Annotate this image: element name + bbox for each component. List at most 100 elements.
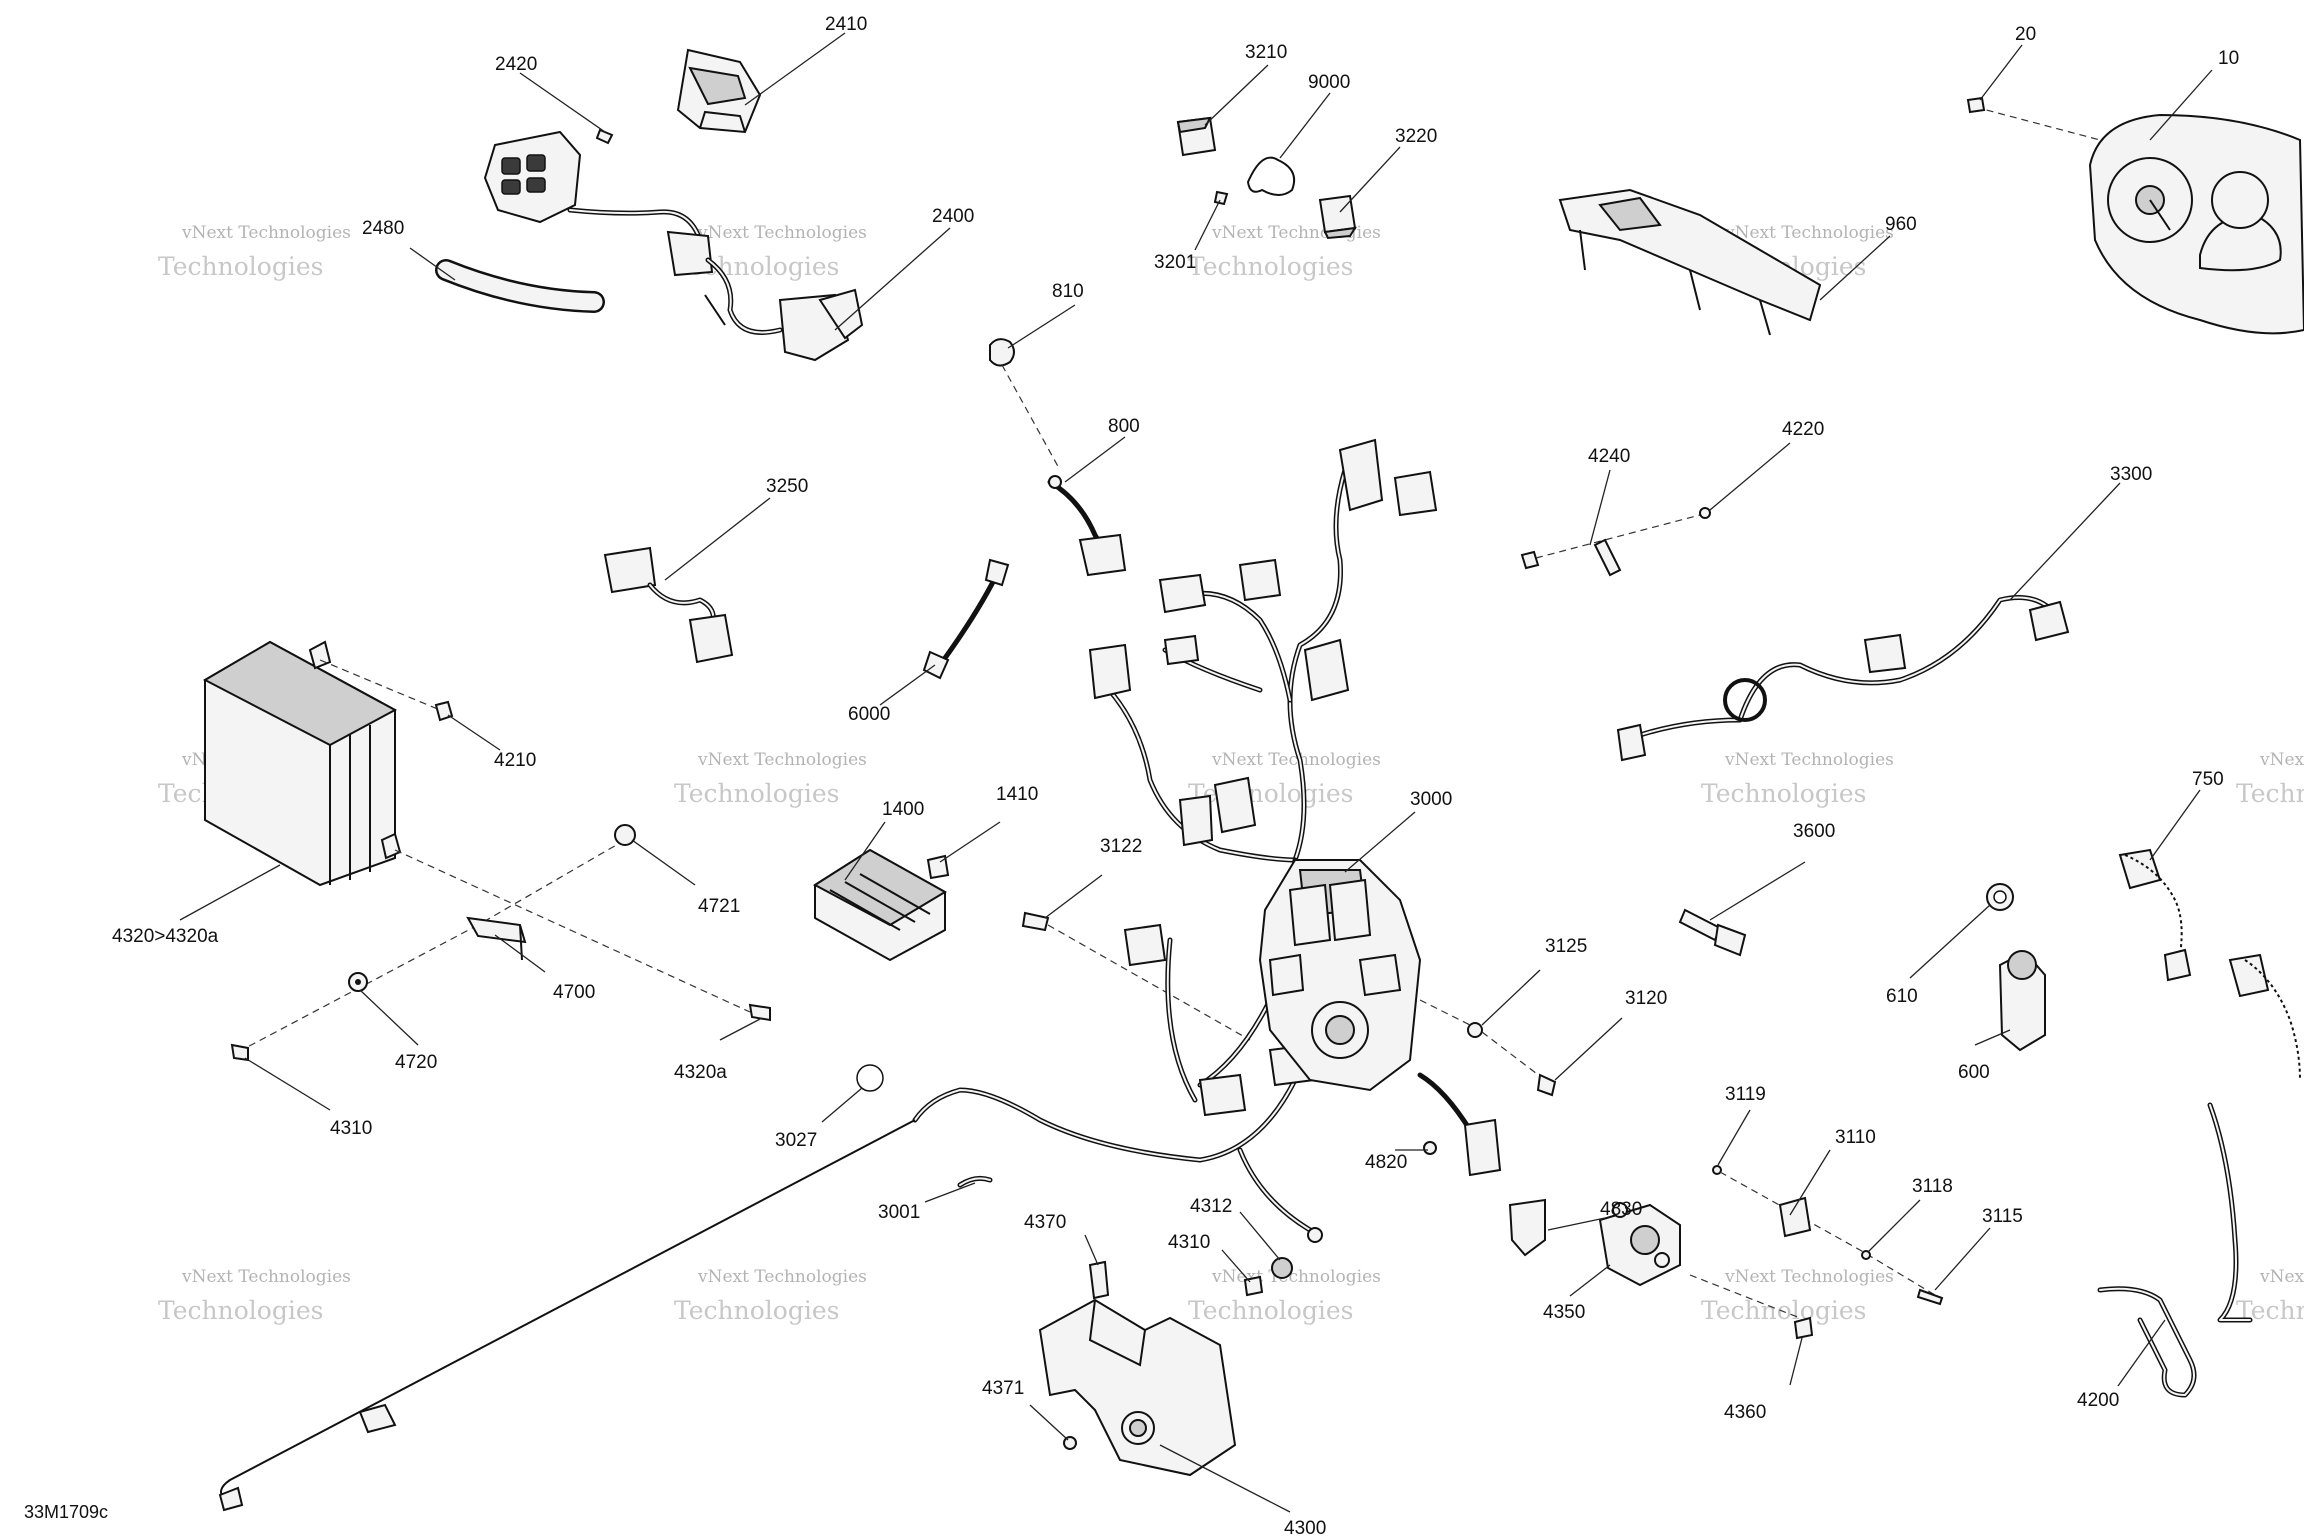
callout-10: 10: [2218, 48, 2239, 69]
callout-4700: 4700: [553, 982, 595, 1003]
part-2410-switch-cover: [676, 48, 762, 134]
part-2420-screw: [595, 128, 614, 145]
part-2400-handlebar-switch: [483, 130, 864, 362]
part-4300-mounting-bracket: [1038, 1298, 1237, 1477]
callout-4830: 4830: [1600, 1199, 1642, 1220]
part-4220-nut: [1699, 507, 1711, 519]
part-3115-screw: [1916, 1288, 1944, 1306]
part-810-cap: [989, 338, 1015, 367]
part-4371-nut: [1063, 1436, 1077, 1450]
part-4240-clip: [1593, 538, 1622, 577]
part-4240-nut: [1520, 550, 1540, 570]
part-4720-washer: [348, 972, 368, 992]
part-4820-cable: [1417, 1072, 1502, 1177]
part-3110-sensor: [1778, 1196, 1812, 1238]
callout-4300: 4300: [1284, 1518, 1326, 1536]
callout-3118: 3118: [1912, 1176, 1953, 1197]
callout-4210: 4210: [494, 750, 536, 771]
callout-labels: 2410 2420 2480 2400 3210 9000 3220 3201 …: [112, 14, 2239, 1536]
part-3125-washer: [1467, 1022, 1483, 1038]
watermark: vNext Technologies Technologies: [674, 1267, 867, 1325]
callout-750: 750: [2192, 769, 2224, 790]
part-4312-nut: [1271, 1257, 1293, 1279]
leader-lines: [179, 32, 2213, 1513]
svg-text:Technologies: Technologies: [158, 1296, 323, 1325]
callout-1410: 1410: [996, 784, 1038, 805]
callout-4200: 4200: [2077, 1390, 2119, 1411]
svg-text:Technologies: Technologies: [1188, 1296, 1353, 1325]
callout-3300: 3300: [2110, 464, 2152, 485]
callout-9000: 9000: [1308, 72, 1350, 93]
callout-4310: 4310: [330, 1118, 372, 1139]
callout-3201: 3201: [1154, 252, 1196, 273]
callout-3250: 3250: [766, 476, 808, 497]
part-4350-starter-solenoid: [1598, 1202, 1681, 1287]
part-6000-ground-cable: [922, 558, 1010, 680]
svg-text:vNext Technologies: vNext Technologies: [1724, 1267, 1894, 1287]
part-3210-connector: [1176, 116, 1217, 157]
watermark: vNext Technologies Technologies: [158, 223, 351, 281]
part-610-nut: [1986, 883, 2014, 911]
callout-3000: 3000: [1410, 789, 1452, 810]
callout-3122: 3122: [1100, 836, 1142, 857]
watermark: vNext Technologies Technologies: [158, 1267, 351, 1325]
part-4721-nut: [614, 824, 636, 846]
part-3201-pin: [1213, 190, 1229, 206]
svg-text:vNext Technologies: vNext Technologies: [181, 223, 351, 243]
part-4320a-bolt: [748, 1003, 771, 1022]
svg-text:vNext Technologies: vNext Technologies: [1724, 750, 1894, 770]
part-960-frame-bracket: [1558, 188, 1822, 336]
callout-960: 960: [1885, 214, 1917, 235]
callout-810: 810: [1052, 281, 1084, 302]
callout-3125: 3125: [1545, 936, 1587, 957]
part-10-instrument-cluster: [2088, 113, 2304, 335]
part-800-fuse-holder: [1047, 475, 1127, 577]
svg-text:Technologies: Technologies: [1188, 779, 1353, 808]
part-4320-ecu-module: [202, 640, 402, 887]
callout-4310-b: 4310: [1168, 1232, 1210, 1253]
part-4360-bolt: [1793, 1316, 1814, 1340]
svg-text:vNext Technologies: vNext Technologies: [1211, 750, 1381, 770]
part-600-ignition-switch: [1998, 950, 2046, 1052]
callout-4360: 4360: [1724, 1402, 1766, 1423]
svg-text:vNext Technologies: vNext Technologies: [697, 1267, 867, 1287]
part-2480-conduit-tube: [435, 259, 605, 313]
callout-4370: 4370: [1024, 1212, 1066, 1233]
watermark: vNext Technologies Technologies: [2236, 1267, 2304, 1325]
watermark: vNext Technologies Technologies: [1701, 1267, 1894, 1325]
svg-text:vNext Technologies: vNext Technologies: [697, 750, 867, 770]
part-3118-washer: [1861, 1250, 1871, 1260]
svg-text:Technologies: Technologies: [158, 252, 323, 281]
callout-3115: 3115: [1982, 1206, 2023, 1227]
callout-3120: 3120: [1625, 988, 1667, 1009]
part-4210-nut: [434, 700, 454, 722]
callout-4320: 4320>4320a: [112, 926, 219, 947]
part-3250-sub-harness: [603, 546, 734, 664]
callout-600: 600: [1958, 1062, 1990, 1083]
svg-text:Technologies: Technologies: [1701, 1296, 1866, 1325]
callout-4240: 4240: [1588, 446, 1630, 467]
svg-text:Technologies: Technologies: [2236, 779, 2304, 808]
callout-3220: 3220: [1395, 126, 1437, 147]
callout-610: 610: [1886, 986, 1918, 1007]
watermark: vNext Technologies Technologies: [1701, 750, 1894, 808]
callout-3119: 3119: [1725, 1084, 1766, 1105]
svg-text:Technologies: Technologies: [674, 1296, 839, 1325]
callout-2410: 2410: [825, 14, 867, 35]
part-3120-bolt: [1536, 1073, 1557, 1097]
part-3122-bolt: [1021, 911, 1050, 932]
callout-3001: 3001: [878, 1202, 920, 1223]
callout-20: 20: [2015, 24, 2036, 45]
svg-text:Technologies: Technologies: [1701, 779, 1866, 808]
document-id: 33M1709c: [24, 1502, 108, 1522]
callout-4312: 4312: [1190, 1196, 1232, 1217]
callout-2400: 2400: [932, 206, 974, 227]
svg-text:vNext Technologies: vNext Technologies: [2259, 750, 2304, 770]
callout-4820: 4820: [1365, 1152, 1407, 1173]
part-9000-clamp: [1246, 156, 1296, 196]
part-4370-bolt: [1088, 1260, 1110, 1300]
svg-text:Technologies: Technologies: [674, 779, 839, 808]
watermark: vNext Technologies Technologies: [1188, 750, 1381, 808]
callout-6000: 6000: [848, 704, 890, 725]
svg-text:Technologies: Technologies: [1188, 252, 1353, 281]
